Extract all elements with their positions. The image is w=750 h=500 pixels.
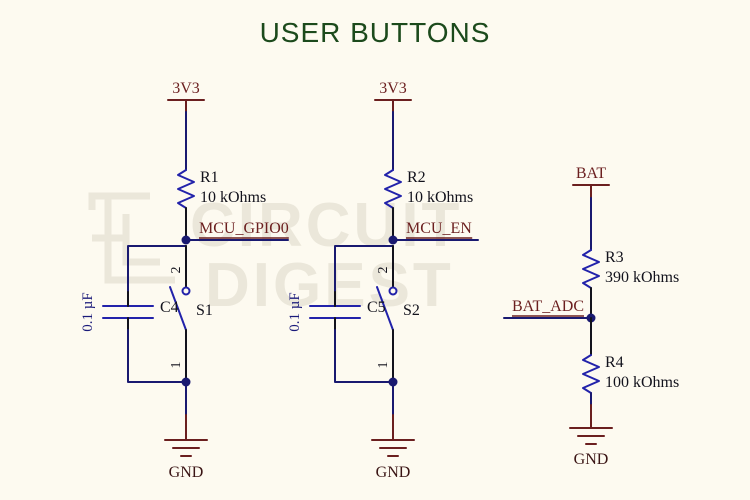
switch-s2: S2 1 [376, 286, 420, 383]
resistor-r3: R3 390 kOhms [582, 249, 679, 289]
resistor-r1: R1 10 kOhms [177, 169, 266, 209]
watermark: CIRCUIT DIGEST [88, 191, 462, 320]
page-title: USER BUTTONS [260, 17, 491, 48]
net-label-text: BAT_ADC [512, 298, 584, 315]
junction-dot [388, 235, 398, 245]
net-label-mcu-gpio0: MCU_GPIO0 [185, 220, 289, 241]
switch-s2-pin-top-number: 2 [376, 267, 391, 274]
ground-label: GND [169, 464, 204, 481]
capacitor-c4-designator: C4 [160, 299, 179, 316]
capacitor-c4: C4 0.1 µF [80, 291, 179, 334]
resistor-r3-designator: R3 [605, 249, 624, 266]
ground-symbol-1: GND [164, 414, 208, 481]
resistor-r2: R2 10 kOhms [384, 169, 473, 209]
power-port-label: 3V3 [379, 80, 407, 97]
ground-label: GND [376, 464, 411, 481]
wire-c5-to-bottom-node [334, 329, 394, 383]
resistor-r4-value: 100 kOhms [605, 374, 679, 391]
net-label-bat-adc: BAT_ADC [503, 298, 592, 319]
capacitor-c4-value: 0.1 µF [80, 292, 96, 332]
switch-s2-designator: S2 [403, 302, 420, 319]
power-port-label: 3V3 [172, 80, 200, 97]
resistor-r2-value: 10 kOhms [407, 189, 473, 206]
switch-s1-pin-top-number: 2 [169, 267, 184, 274]
switch-s1-pin-bottom-number: 1 [169, 362, 184, 369]
junction-dot [181, 235, 191, 245]
circuit-user-button-2: 3V3 R2 10 kOhms MCU_EN 2 [287, 80, 479, 481]
wire-node-to-c5-top [334, 245, 394, 296]
capacitor-c5-designator: C5 [367, 299, 386, 316]
circuit-battery-divider: BAT R3 390 kOhms BAT_ADC R4 100 kOhms [503, 165, 679, 468]
resistor-r4: R4 100 kOhms [582, 354, 679, 394]
power-port-label: BAT [576, 165, 606, 182]
power-port-3v3-1: 3V3 [167, 80, 205, 119]
switch-s1-pin-contact [181, 286, 191, 296]
wire-node-to-c4-top [127, 245, 187, 296]
wire-c4-to-bottom-node [127, 329, 187, 383]
resistor-r4-designator: R4 [605, 354, 624, 371]
watermark-line-1: CIRCUIT [190, 191, 462, 260]
net-label-mcu-en: MCU_EN [392, 220, 479, 241]
capacitor-c5: C5 0.1 µF [287, 291, 386, 334]
net-label-text: MCU_EN [406, 220, 472, 237]
resistor-r1-designator: R1 [200, 169, 219, 186]
watermark-line-2: DIGEST [205, 251, 454, 320]
ground-symbol-3: GND [569, 404, 613, 468]
net-label-text: MCU_GPIO0 [199, 220, 289, 237]
watermark-logo-icon [88, 192, 175, 284]
circuit-user-button-1: 3V3 R1 10 kOhms MCU_GPIO0 [80, 80, 289, 481]
resistor-r1-value: 10 kOhms [200, 189, 266, 206]
capacitor-c5-value: 0.1 µF [287, 292, 303, 332]
switch-s1-designator: S1 [196, 302, 213, 319]
resistor-r3-value: 390 kOhms [605, 269, 679, 286]
power-port-3v3-2: 3V3 [374, 80, 412, 119]
switch-s2-pin-contact [388, 286, 398, 296]
resistor-r2-designator: R2 [407, 169, 426, 186]
ground-symbol-2: GND [371, 414, 415, 481]
switch-s2-pin-bottom-number: 1 [376, 362, 391, 369]
ground-label: GND [574, 451, 609, 468]
switch-s1: S1 1 [169, 286, 213, 383]
